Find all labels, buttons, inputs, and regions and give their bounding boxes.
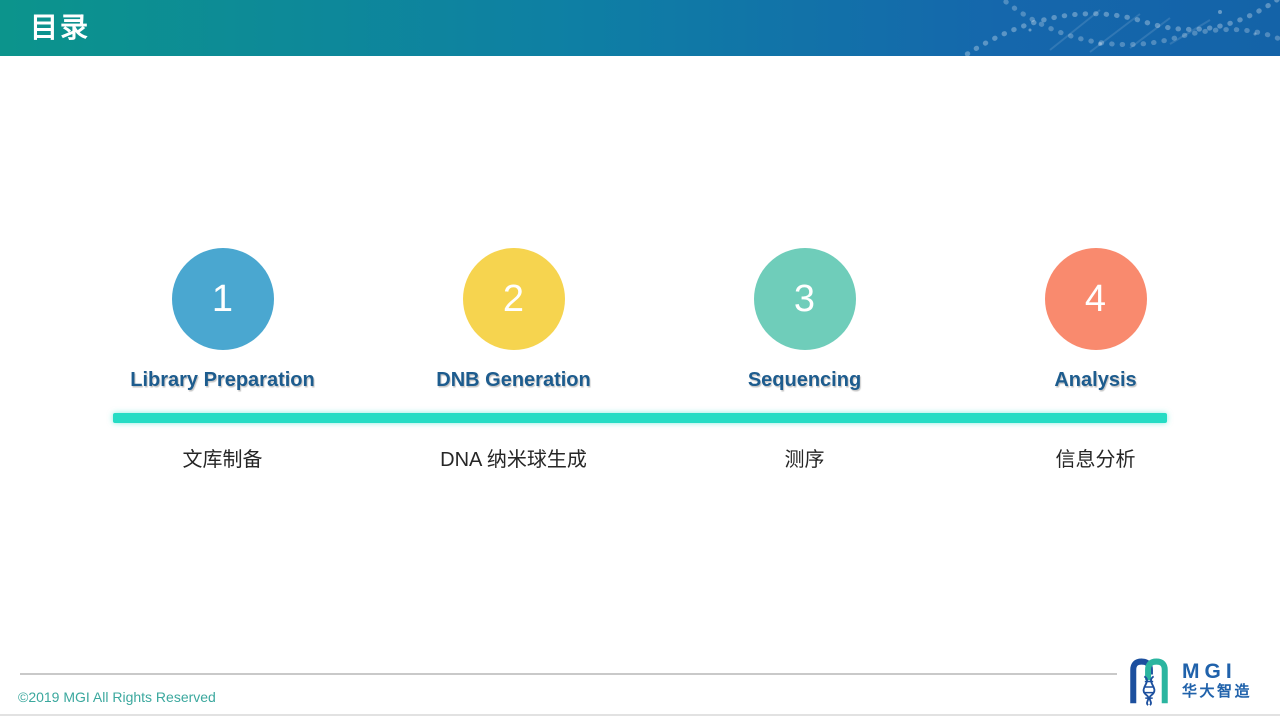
step-number-circle: 3 <box>753 248 856 350</box>
mgi-logo-wordmark: MGI <box>1182 660 1237 683</box>
copyright-text: ©2019 MGI All Rights Reserved <box>18 689 216 705</box>
step-label-en: Sequencing <box>747 369 862 391</box>
step-label-en: Analysis <box>1054 369 1137 391</box>
step-item-analysis: 4 Analysis 信息分析 <box>950 248 1241 472</box>
mgi-logo-icon <box>1130 658 1168 706</box>
dna-helix-decoration <box>957 0 1280 58</box>
mgi-logo: MGI 华大智造 <box>1124 656 1264 706</box>
slide-bottom-edge <box>0 714 1280 716</box>
step-item-sequencing: 3 Sequencing 测序 <box>659 248 950 472</box>
step-number-circle: 2 <box>462 248 565 350</box>
step-number-circle: 1 <box>171 248 274 350</box>
step-item-library-preparation: 1 Library Preparation 文库制备 <box>77 248 368 472</box>
step-label-zh: DNA 纳米球生成 <box>440 449 587 471</box>
header-bar: 目录 <box>0 0 1280 58</box>
step-number-circle: 4 <box>1044 248 1147 350</box>
footer-divider-line <box>20 673 1117 675</box>
step-item-dnb-generation: 2 DNB Generation DNA 纳米球生成 <box>368 248 659 472</box>
step-label-zh: 文库制备 <box>182 449 263 471</box>
page-title: 目录 <box>30 12 91 43</box>
mgi-logo-chinese-name: 华大智造 <box>1182 683 1253 700</box>
step-label-en: DNB Generation <box>436 369 591 391</box>
step-label-en: Library Preparation <box>130 369 315 391</box>
timeline-divider-bar <box>113 413 1167 423</box>
step-label-zh: 信息分析 <box>1055 449 1136 471</box>
step-label-zh: 测序 <box>784 449 825 471</box>
